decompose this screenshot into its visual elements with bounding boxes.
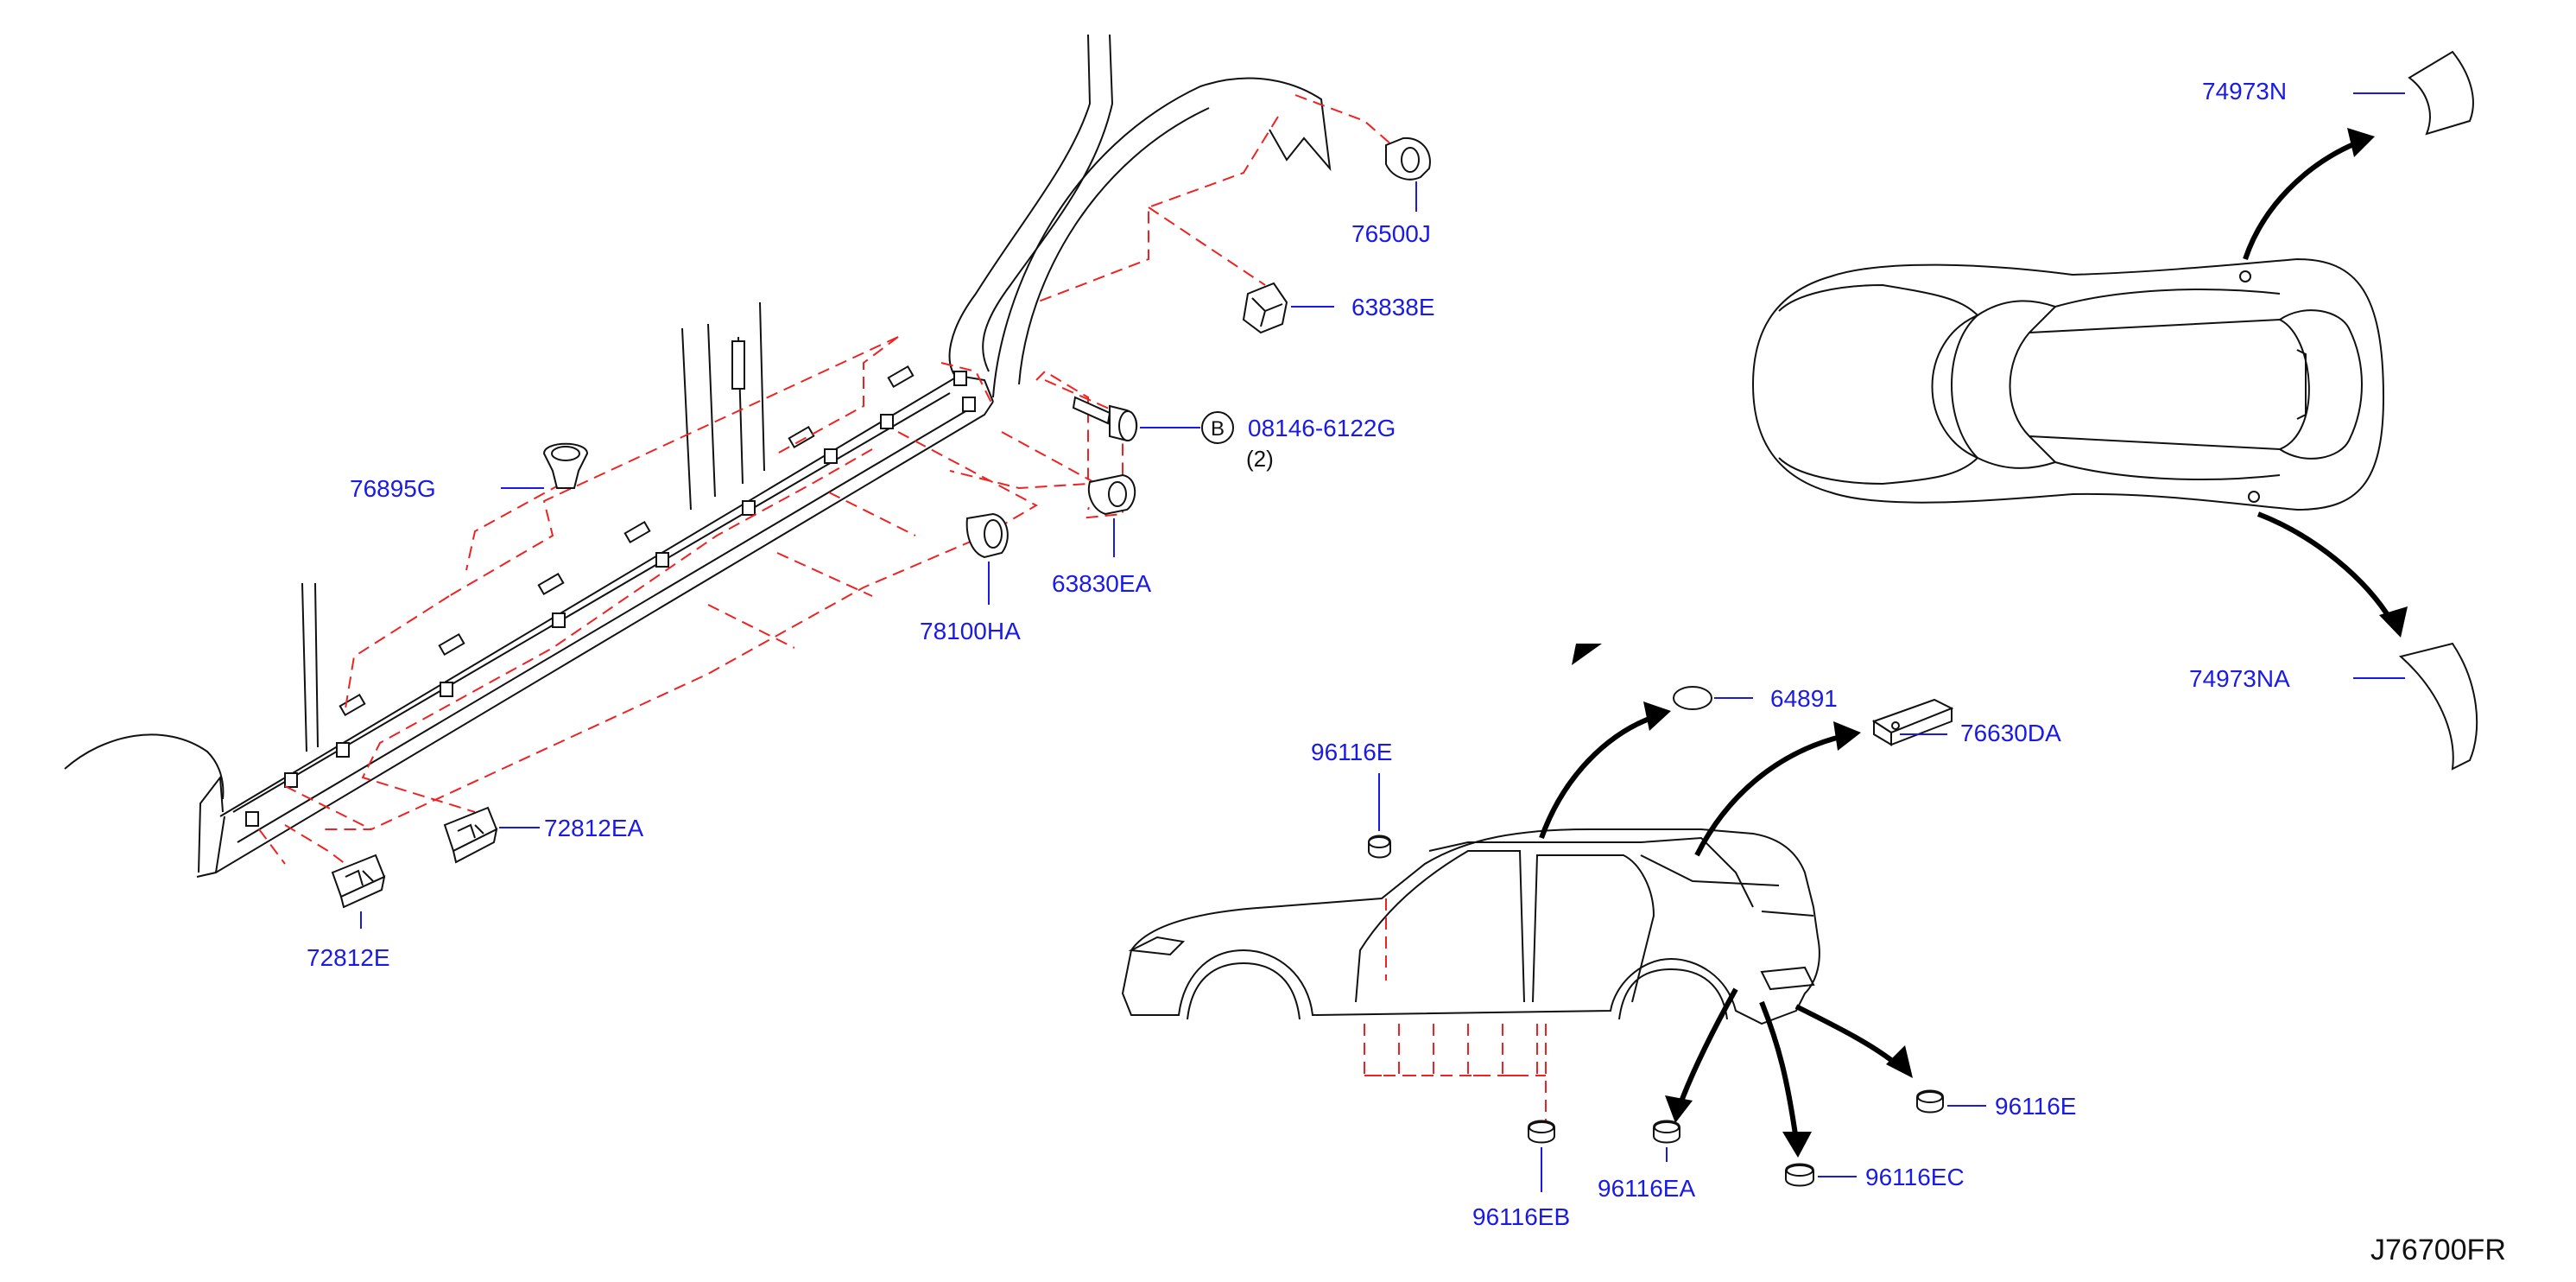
callout-76895G[interactable]: 76895G: [350, 475, 436, 502]
callout-76630DA[interactable]: 76630DA: [1960, 720, 2061, 746]
callout-72812E[interactable]: 72812E: [307, 944, 390, 971]
clip-63830EA-icon[interactable]: [1088, 473, 1136, 516]
side-view-rear-lamp: [1760, 966, 1815, 991]
plug-96116EC-icon[interactable]: [1785, 1163, 1814, 1187]
plug-96116E-right-icon[interactable]: [1916, 1089, 1944, 1114]
clip-78100HA-icon[interactable]: [965, 512, 1009, 559]
plug-96116E-top-icon[interactable]: [1368, 835, 1391, 859]
side-view-front-arch: [1187, 962, 1301, 1020]
top-view-marker-1: [2239, 270, 2251, 282]
top-view-rear-window: [2279, 309, 2363, 460]
part-74973N-icon[interactable]: [2408, 50, 2474, 136]
callout-64891[interactable]: 64891: [1770, 685, 1838, 712]
sill-clip-slots: [245, 365, 976, 827]
a-pillar: [301, 582, 319, 752]
callout-78100HA[interactable]: 78100HA: [920, 618, 1021, 644]
plug-96116EB-icon[interactable]: [1528, 1120, 1555, 1144]
side-view-roofline: [1428, 836, 1754, 908]
callout-96116EB[interactable]: 96116EB: [1472, 1203, 1570, 1230]
bolt-quantity: (2): [1246, 446, 1274, 472]
clip-72812E-icon[interactable]: [331, 854, 386, 909]
vehicle-side-view: [1121, 828, 1820, 1025]
part-74973NA-icon[interactable]: [2398, 642, 2478, 771]
callout-96116EA[interactable]: 96116EA: [1598, 1175, 1695, 1202]
side-view-door-openings: [1355, 850, 1655, 1003]
callout-76500J[interactable]: 76500J: [1351, 220, 1431, 247]
top-view-side-upper: [2054, 289, 2281, 308]
b-pillar-slot: [731, 340, 745, 390]
side-view-body: [1121, 828, 1820, 1025]
c-pillar-outer: [948, 34, 1092, 381]
figure-id: J76700FR: [2370, 1234, 2506, 1266]
grommet-64891-icon[interactable]: [1673, 686, 1712, 710]
top-view-roof: [2029, 318, 2310, 451]
callout-96116E-top[interactable]: 96116E: [1311, 739, 1392, 765]
callout-74973N[interactable]: 74973N: [2202, 78, 2287, 105]
side-view-rear-arch: [1618, 968, 1728, 1020]
side-view-rear-quarter: [1640, 854, 1814, 917]
view-direction-marker: [1572, 644, 1602, 665]
callout-96116EC[interactable]: 96116EC: [1865, 1164, 1965, 1190]
bolt-marker-letter: B: [1211, 417, 1225, 441]
top-view-body: [1751, 257, 2385, 511]
rear-wheel-arch: [992, 77, 1332, 398]
clip-72812EA-icon[interactable]: [443, 806, 498, 864]
c-pillar-inner: [982, 34, 1114, 372]
top-view-hood: [1778, 283, 1979, 486]
arrows-top-view: [2243, 128, 2408, 638]
sill-lower-edge: [196, 401, 994, 878]
top-view-windshield: [1951, 300, 2057, 469]
callout-08146-6122G[interactable]: 08146-6122G: [1248, 415, 1396, 441]
b-pillar: [681, 301, 765, 511]
side-sill-assembly: [64, 34, 1332, 878]
callout-72812EA[interactable]: 72812EA: [544, 815, 644, 841]
block-76630DA-icon[interactable]: [1871, 698, 1954, 746]
plug-96116EA-icon[interactable]: [1653, 1120, 1680, 1144]
clip-63838E-icon[interactable]: [1242, 282, 1288, 334]
vehicle-top-view: [1751, 257, 2385, 511]
sill-front-face: [198, 775, 225, 873]
clip-76500J-icon[interactable]: [1385, 136, 1431, 181]
top-view-marker-2: [2248, 491, 2260, 503]
top-view-side-lower: [2054, 461, 2281, 480]
top-view-tailgate: [2296, 349, 2307, 420]
side-view-front-lamp: [1128, 936, 1186, 956]
callout-74973NA[interactable]: 74973NA: [2189, 665, 2290, 692]
sill-upper-edge: [219, 374, 994, 817]
callout-63830EA[interactable]: 63830EA: [1052, 570, 1152, 597]
arrows-side-view: [1539, 701, 1913, 1158]
clip-76895G-icon[interactable]: [542, 442, 589, 489]
sill-step: [232, 392, 968, 843]
front-wheel-arch: [64, 733, 225, 800]
dashed-links-side-view: [1364, 898, 1547, 1123]
bolt-marker-circle: [1201, 411, 1234, 444]
callout-96116E-right[interactable]: 96116E: [1995, 1093, 2076, 1120]
bolt-08146-icon[interactable]: [1072, 396, 1138, 442]
rear-arch-inner: [1018, 107, 1210, 385]
callout-63838E[interactable]: 63838E: [1351, 294, 1435, 320]
